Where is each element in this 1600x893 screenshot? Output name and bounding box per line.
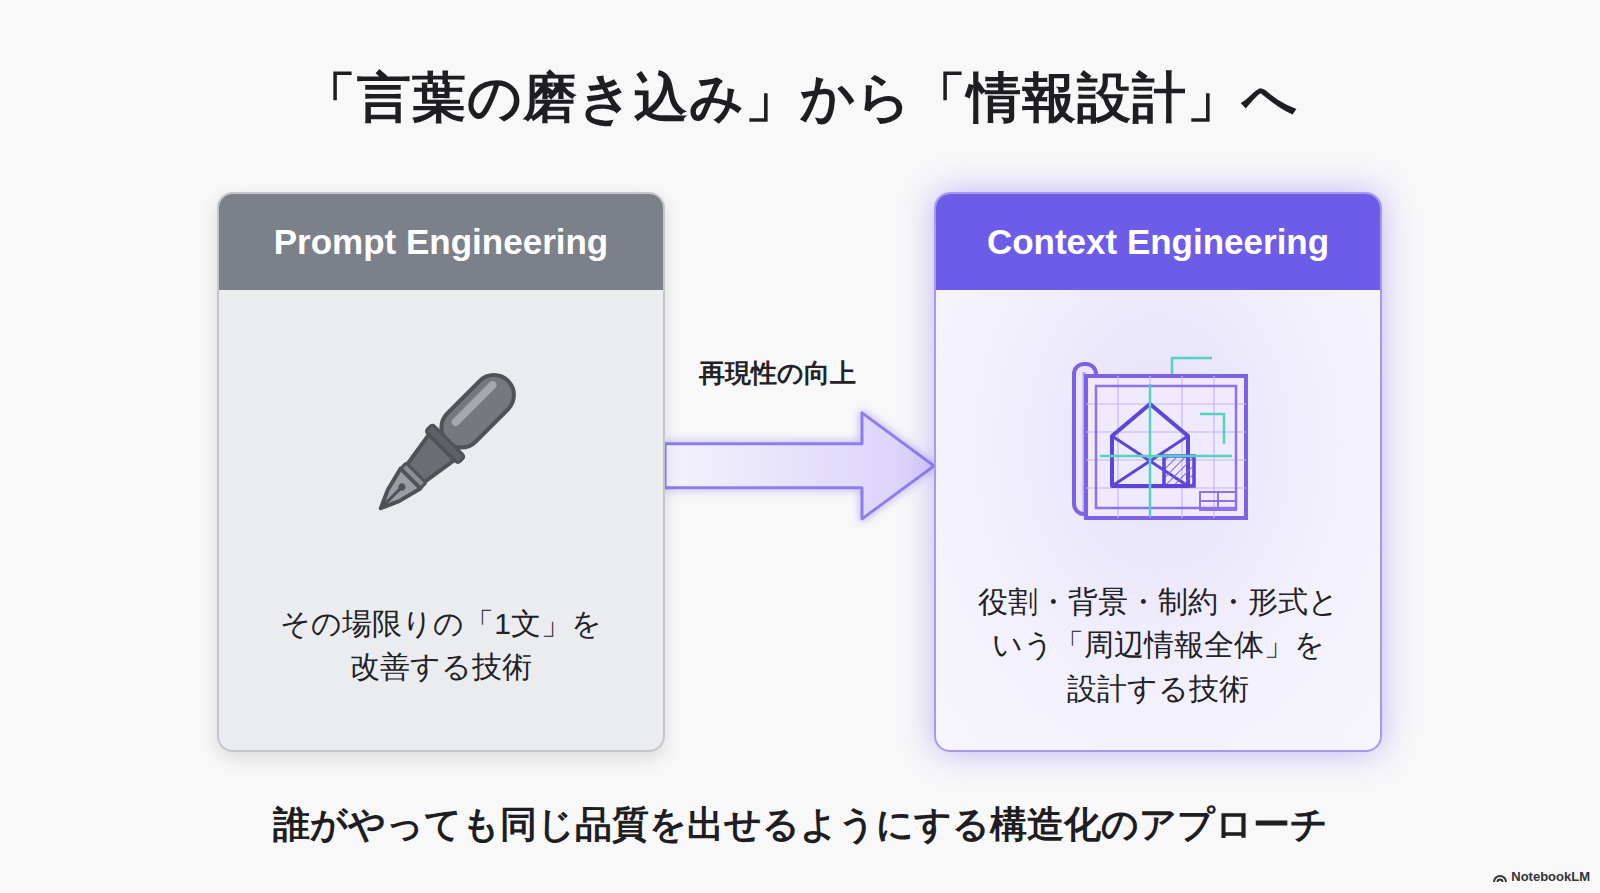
header-band: Context Engineering: [936, 194, 1380, 290]
watermark-logo: [1493, 871, 1507, 883]
concept-card: Prompt Engineering その場限りの「1文」を 改善する技術: [217, 192, 665, 752]
block-arrow: [665, 413, 934, 519]
body-area: 役割・背景・制約・形式と いう「周辺情報全体」を 設計する技術: [936, 560, 1380, 730]
diagram-title: 「言葉の磨き込み」から「情報設計」へ: [0, 62, 1600, 135]
text-line: 改善する技術: [280, 645, 602, 689]
card-body-text: その場限りの「1文」を 改善する技術: [280, 602, 602, 689]
card-heading: Prompt Engineering: [274, 222, 608, 262]
fountain-pen-icon: [343, 346, 543, 546]
header-band: Prompt Engineering: [219, 194, 663, 290]
watermark: NotebookLM: [1493, 869, 1590, 884]
watermark-text: NotebookLM: [1511, 869, 1590, 884]
text-line: 役割・背景・制約・形式と: [978, 580, 1339, 624]
body-area: その場限りの「1文」を 改善する技術: [219, 560, 663, 730]
text-line: その場限りの「1文」を: [280, 602, 602, 646]
blueprint-icon: [1060, 344, 1260, 534]
card-body-text: 役割・背景・制約・形式と いう「周辺情報全体」を 設計する技術: [978, 580, 1339, 711]
diagram-caption: 誰がやっても同じ品質を出せるようにする構造化のアプローチ: [0, 800, 1600, 850]
concept-card: Context Engineering: [934, 192, 1382, 752]
text-line: 設計する技術: [978, 667, 1339, 711]
card-heading: Context Engineering: [987, 222, 1329, 262]
text-line: いう「周辺情報全体」を: [978, 623, 1339, 667]
arrow-label: 再現性の向上: [699, 356, 856, 391]
